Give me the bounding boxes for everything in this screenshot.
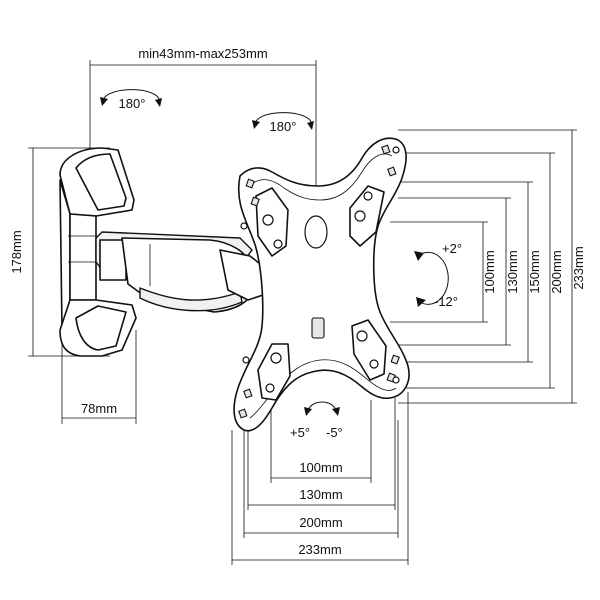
- vertical-130-label: 130mm: [505, 250, 520, 293]
- lock-slot: [311, 317, 325, 339]
- horizontal-233-label: 233mm: [298, 542, 341, 557]
- wall-plate-height-dimension: 178mm: [9, 147, 110, 357]
- wall-plate-depth-label: 78mm: [81, 401, 117, 416]
- wall-plate-depth-dimension: 78mm: [61, 320, 137, 424]
- wall-plate: [59, 147, 137, 357]
- center-hole: [304, 215, 328, 249]
- plate-swivel-indicator: 180°: [252, 112, 314, 134]
- horizontal-200-label: 200mm: [299, 515, 342, 530]
- plate-swivel-label: 180°: [270, 119, 297, 134]
- tilt-indicator: +2° -12°: [414, 241, 462, 309]
- arm-swivel-indicator: 180°: [100, 89, 162, 111]
- arm-extension-dimension: min43mm-max253mm: [89, 46, 317, 192]
- vertical-200-label: 200mm: [549, 250, 564, 293]
- vertical-233-label: 233mm: [571, 246, 586, 289]
- vesa-plate: [233, 137, 410, 432]
- swing-arm: [95, 231, 269, 313]
- vertical-100-label: 100mm: [482, 250, 497, 293]
- arm-swivel-label: 180°: [119, 96, 146, 111]
- vertical-150-label: 150mm: [527, 250, 542, 293]
- level-plus-label: +5°: [290, 425, 310, 440]
- level-indicator: +5° -5°: [290, 401, 343, 440]
- horizontal-130-label: 130mm: [299, 487, 342, 502]
- level-minus-label: -5°: [326, 425, 343, 440]
- vesa-horizontal-dimensions: 100mm 130mm 200mm 233mm: [231, 392, 409, 565]
- tilt-up-label: +2°: [442, 241, 462, 256]
- vesa-vertical-dimensions: 100mm 130mm 150mm 200mm 233mm: [390, 129, 586, 404]
- horizontal-100-label: 100mm: [299, 460, 342, 475]
- arm-extension-label: min43mm-max253mm: [138, 46, 267, 61]
- wall-plate-height-label: 178mm: [9, 230, 24, 273]
- tilt-down-label: -12°: [434, 294, 458, 309]
